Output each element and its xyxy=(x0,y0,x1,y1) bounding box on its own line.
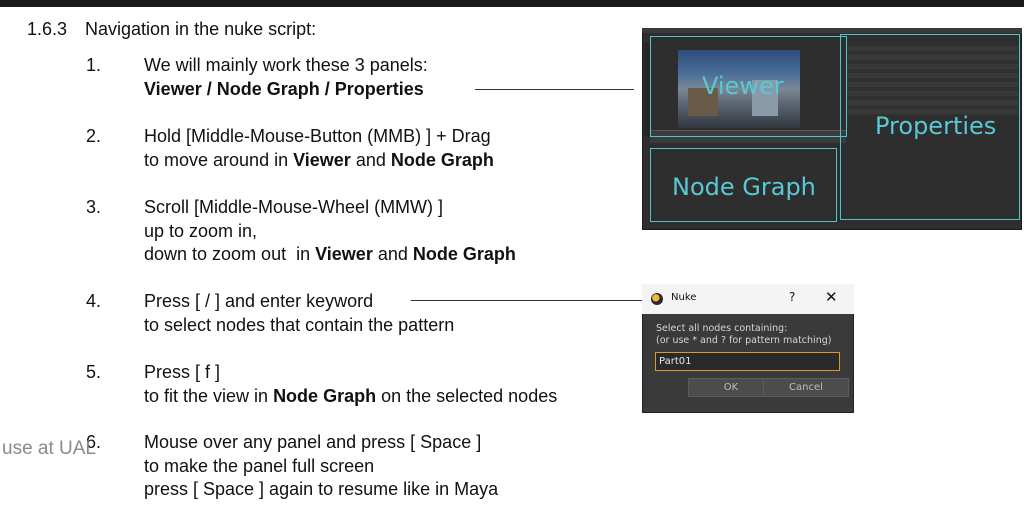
node-graph-label: Node Graph xyxy=(672,173,816,201)
term-node-graph: Node Graph xyxy=(273,385,377,406)
item-text: to make the panel full screen xyxy=(144,455,375,476)
item-text: We will mainly work these 3 panels: xyxy=(144,55,428,75)
separator: / xyxy=(201,78,217,99)
item-text: Hold [Middle-Mouse-Button (MMB) ] + Drag xyxy=(144,126,491,146)
nuke-logo-icon xyxy=(651,293,663,305)
close-button[interactable]: ✕ xyxy=(825,288,838,306)
node-graph-panel-outline xyxy=(650,148,837,222)
pattern-input[interactable]: Part01 xyxy=(655,352,840,371)
viewer-panel-outline xyxy=(650,36,847,137)
item-text: press [ Space ] again to resume like in … xyxy=(144,479,499,499)
leader-line xyxy=(475,89,634,90)
section-number: 1.6.3 xyxy=(27,19,68,39)
dialog-message-line: Select all nodes containing: xyxy=(656,323,788,334)
nuke-select-dialog: Nuke ? ✕ Select all nodes containing: (o… xyxy=(642,284,854,413)
viewer-label: Viewer xyxy=(702,72,784,100)
ok-button[interactable]: OK xyxy=(688,378,774,397)
section-title: Navigation in the nuke script: xyxy=(85,19,317,39)
cancel-button[interactable]: Cancel xyxy=(763,378,849,397)
dialog-title: Nuke xyxy=(671,292,697,303)
item-text: to move around in xyxy=(144,149,294,170)
dialog-titlebar xyxy=(642,284,854,314)
item-number: 4. xyxy=(86,291,102,311)
item-number: 3. xyxy=(86,197,102,217)
properties-panel-outline xyxy=(840,34,1020,220)
watermark: use at UAL xyxy=(2,438,96,459)
top-bar xyxy=(0,0,1024,7)
separator: / xyxy=(319,78,335,99)
term-node-graph: Node Graph xyxy=(390,149,494,170)
item-number: 1. xyxy=(86,55,102,75)
leader-line xyxy=(411,300,642,301)
help-button[interactable]: ? xyxy=(789,290,796,304)
properties-label: Properties xyxy=(875,112,997,140)
item-text: Press [ / ] and enter keyword xyxy=(144,291,374,311)
item-text: Scroll [Middle-Mouse-Wheel (MMW) ] xyxy=(144,197,444,217)
viewer-image xyxy=(678,50,800,128)
item-text: on the selected nodes xyxy=(376,385,558,406)
term-viewer: Viewer xyxy=(293,149,351,170)
dialog-message: Select all nodes containing: (or use * a… xyxy=(656,323,831,347)
term-node-graph: Node Graph xyxy=(216,78,320,99)
item-text: and xyxy=(350,149,391,170)
item-text: down to zoom out in xyxy=(144,244,316,264)
term-viewer: Viewer xyxy=(144,78,202,99)
item-text: to fit the view in xyxy=(144,385,274,406)
item-number: 2. xyxy=(86,126,102,146)
term-node-graph: Node Graph xyxy=(412,244,516,264)
item-number: 6. xyxy=(86,432,102,452)
item-text: to select nodes that contain the pattern xyxy=(144,314,455,335)
nuke-panels-screenshot: Viewer Properties Node Graph xyxy=(642,28,1022,230)
nuke-menubar xyxy=(642,28,1022,33)
item-text: Mouse over any panel and press [ Space ] xyxy=(144,432,482,452)
term-viewer: Viewer xyxy=(315,244,373,264)
nuke-toolbar xyxy=(644,42,650,136)
item-text: up to zoom in, xyxy=(144,220,258,241)
item-number: 5. xyxy=(86,362,102,382)
term-properties: Properties xyxy=(334,78,424,99)
section-heading: 1.6.3 Navigation in the nuke script: xyxy=(27,19,316,40)
dialog-message-line: (or use * and ? for pattern matching) xyxy=(656,335,832,346)
item-text: and xyxy=(372,244,413,264)
item-text: Press [ f ] xyxy=(144,362,221,382)
properties-rows xyxy=(846,46,1018,116)
